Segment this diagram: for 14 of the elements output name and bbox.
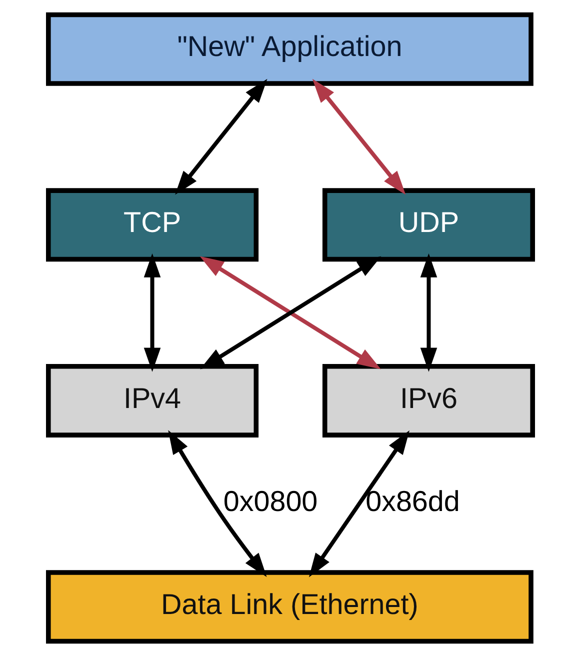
node-box: Data Link (Ethernet) (46, 570, 534, 644)
node-box: TCP (46, 188, 259, 262)
node-box: UDP (322, 188, 535, 262)
node-box: IPv4 (46, 364, 259, 438)
arrow (144, 253, 161, 372)
node-box: "New" Application (46, 12, 534, 86)
node-box: IPv6 (322, 364, 535, 438)
arrow (420, 253, 438, 372)
arrow (175, 78, 268, 195)
arrow (308, 430, 410, 578)
arrow (168, 430, 267, 577)
edge-label: 0x0800 (223, 486, 318, 518)
arrow (312, 78, 406, 195)
edge-label: 0x86dd (366, 486, 460, 518)
